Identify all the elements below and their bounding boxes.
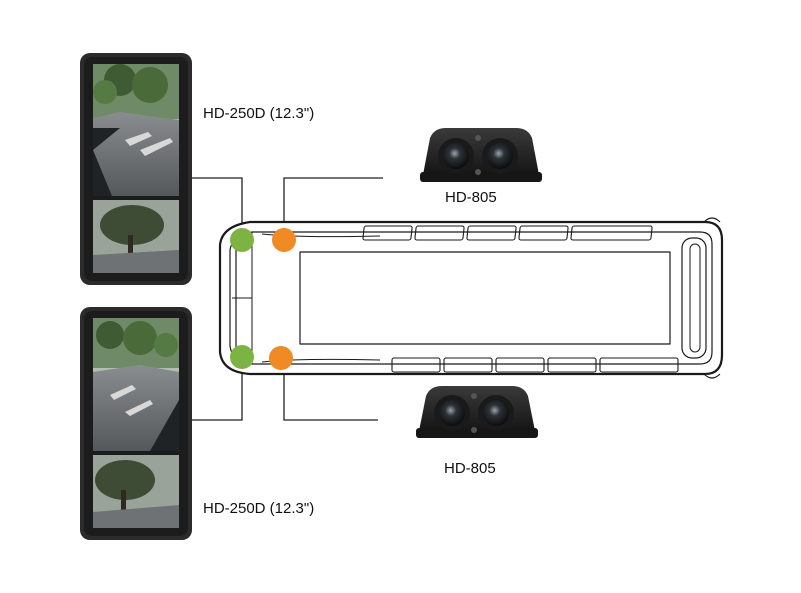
bus-windows-top: [362, 225, 653, 241]
connector-dots: [230, 228, 296, 370]
line-monitor-bottom: [192, 357, 243, 421]
camera-top-label: HD-805: [445, 189, 497, 206]
camera-connector-bottom: [269, 346, 293, 370]
line-camera-top: [283, 177, 383, 240]
monitor-top-screen-upper: [93, 64, 179, 196]
camera-bottom: [416, 386, 538, 438]
monitor-top-screen-lower: [93, 200, 179, 273]
monitor-connector-top: [230, 228, 254, 252]
monitor-bottom-screen-upper: [93, 318, 179, 451]
line-camera-bottom: [283, 357, 378, 421]
bus-top-view: [218, 217, 724, 379]
monitor-bottom-screen-lower: [93, 455, 179, 528]
bus-windows-bottom: [391, 357, 679, 373]
monitor-top: [80, 53, 192, 285]
line-monitor-top: [192, 177, 243, 240]
camera-connector-top: [272, 228, 296, 252]
camera-bottom-label: HD-805: [444, 460, 496, 477]
monitor-connector-bottom: [230, 345, 254, 369]
monitor-bottom: [80, 307, 192, 540]
monitor-bottom-label: HD-250D (12.3"): [203, 500, 315, 517]
connection-lines: [192, 177, 383, 421]
monitor-top-label: HD-250D (12.3"): [203, 105, 315, 122]
camera-top: [420, 128, 542, 182]
